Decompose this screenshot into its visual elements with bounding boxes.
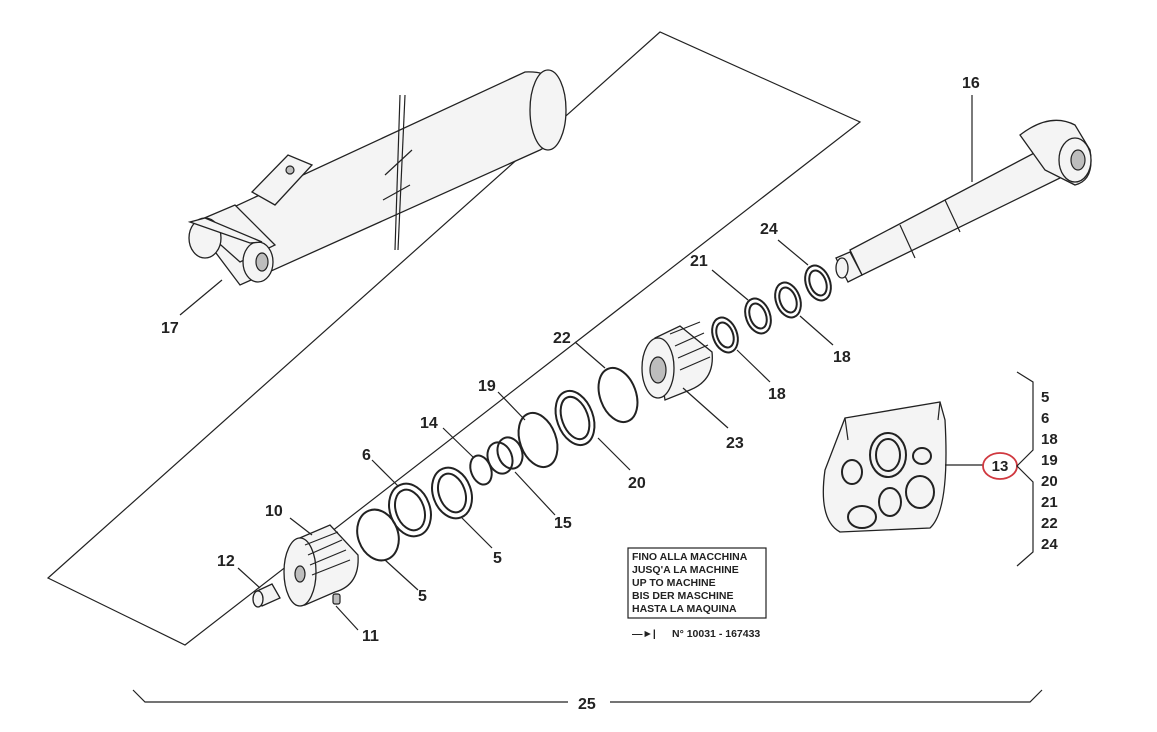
callout-5b: 5 xyxy=(493,550,502,567)
kit-item: 18 xyxy=(1041,431,1058,448)
callout-10: 10 xyxy=(265,503,283,520)
callout-14: 14 xyxy=(420,415,438,432)
kit-item: 21 xyxy=(1041,494,1058,511)
note-line: JUSQ'A LA MACHINE xyxy=(632,564,739,576)
assembly-frame xyxy=(46,31,862,646)
seal-ring-5b xyxy=(431,466,473,520)
leader-10 xyxy=(289,517,313,536)
ring-24 xyxy=(804,264,832,302)
leader-19 xyxy=(497,391,526,421)
small-screw xyxy=(332,593,341,605)
leader-6 xyxy=(371,459,399,487)
seal-kit-card xyxy=(822,401,947,533)
kit-item: 20 xyxy=(1041,473,1058,490)
leader-22 xyxy=(574,341,606,369)
leader-17 xyxy=(179,279,223,316)
leader-15 xyxy=(514,471,556,516)
ring-18a xyxy=(774,281,802,319)
leader-11 xyxy=(335,605,359,631)
kit-item: 5 xyxy=(1041,389,1049,406)
callout-22: 22 xyxy=(553,330,571,347)
kit-item: 24 xyxy=(1041,536,1058,553)
grub-screw xyxy=(252,583,281,608)
callout-24: 24 xyxy=(760,221,778,238)
backup-ring-20 xyxy=(554,389,596,447)
callout-12: 12 xyxy=(217,553,235,570)
callout-23: 23 xyxy=(726,435,744,452)
callout-20: 20 xyxy=(628,475,646,492)
serial-arrow-icon: —►| xyxy=(632,628,656,640)
kit-item: 22 xyxy=(1041,515,1058,532)
callout-19: 19 xyxy=(478,378,496,395)
kit-item: 19 xyxy=(1041,452,1058,469)
piston xyxy=(283,524,359,607)
serial-note-box xyxy=(627,547,767,619)
ring-21 xyxy=(744,297,772,335)
wiper-ring-14 xyxy=(469,454,493,486)
note-line: UP TO MACHINE xyxy=(632,577,716,589)
callout-16: 16 xyxy=(962,75,980,92)
leader-18b xyxy=(736,349,771,383)
callout-18b: 18 xyxy=(768,386,786,403)
o-ring-19 xyxy=(517,411,559,469)
callout-17: 17 xyxy=(161,320,179,337)
leader-23 xyxy=(682,387,729,429)
kit-brace xyxy=(1016,371,1034,567)
callout-13: 13 xyxy=(992,458,1009,475)
leader-12 xyxy=(237,567,261,589)
callout-5a: 5 xyxy=(418,588,427,605)
o-ring-22 xyxy=(597,366,639,424)
callout-15: 15 xyxy=(554,515,572,532)
note-line: HASTA LA MAQUINA xyxy=(632,603,737,615)
gland-head xyxy=(641,321,713,401)
callout-18a: 18 xyxy=(833,349,851,366)
leader-5a xyxy=(384,559,419,591)
leader-14 xyxy=(442,427,475,459)
piston-rod xyxy=(835,119,1092,283)
leader-5b xyxy=(461,517,493,549)
seal-ring-6 xyxy=(388,482,432,538)
callout-25: 25 xyxy=(578,696,596,713)
callout-21: 21 xyxy=(690,253,708,270)
callout-6: 6 xyxy=(362,447,371,464)
cylinder-barrel xyxy=(187,69,567,286)
leader-21 xyxy=(711,269,749,301)
serial-number: N° 10031 - 167433 xyxy=(672,628,760,640)
note-line: BIS DER MASCHINE xyxy=(632,590,734,602)
kit-item: 6 xyxy=(1041,410,1049,427)
leader-20 xyxy=(597,437,631,471)
ring-18b xyxy=(711,316,739,354)
leader-18a xyxy=(799,315,834,346)
callout-11: 11 xyxy=(362,628,379,645)
assembly-bracket xyxy=(132,689,1043,703)
note-line: FINO ALLA MACCHINA xyxy=(632,551,748,563)
leader-24 xyxy=(777,239,809,266)
